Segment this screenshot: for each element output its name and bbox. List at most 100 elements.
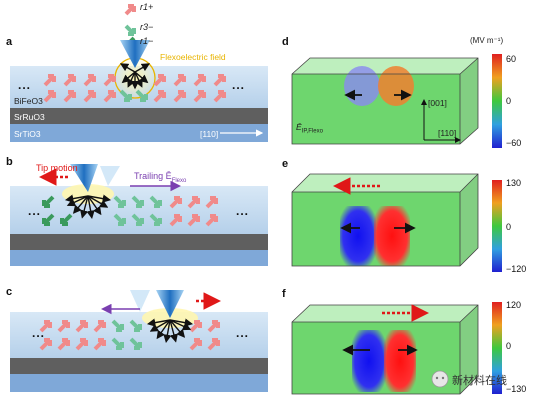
field-ray [66,195,89,207]
trailing-text: Trailing Ē [134,171,172,181]
tick-d-mid: 0 [506,96,512,106]
field-ray [134,71,149,84]
domain-arrow [111,337,124,350]
panel-label-c: c [6,286,13,298]
panel-e-sim [291,173,502,272]
tick-f-max: 120 [506,300,522,310]
field-ray [87,195,102,216]
legend-label-r3-minus: r3− [140,22,154,32]
domain-arrow [187,214,200,227]
legend-label-r1-minus: r1− [140,36,154,46]
field-ray [149,319,171,332]
tick-e-max: 130 [506,178,522,188]
domain-arrow [111,319,124,332]
domain-arrow [187,196,200,209]
panel-label-d: d [282,36,289,48]
domain-arrow [57,320,70,333]
tick-d-min: −60 [506,138,522,148]
tick-f-min: −130 [506,384,527,394]
domain-arrow [149,195,162,208]
wechat-icon [431,370,449,388]
ellipsis-left-c: ... [32,326,46,340]
direction-110-a: [110] [200,129,219,139]
field-ray [86,195,95,220]
tick-d-max: 60 [506,54,517,64]
colorbar-f [492,302,502,394]
field-ray [169,319,178,343]
colorbar-unit: (MV m⁻¹) [470,36,504,45]
domain-arrow [39,320,52,333]
domain-arrow [42,195,55,208]
domain-arrow [75,320,88,333]
ellipsis-right-c: ... [236,326,250,340]
field-ray [169,319,192,331]
field-ray [169,319,186,338]
panel-label-a: a [6,36,13,48]
domain-arrow [189,320,202,333]
domain-arrow [153,74,166,87]
trailing-sub: Flexo [171,177,187,184]
ellipsis-left-a: ... [18,78,32,92]
domain-arrow [83,74,96,87]
panel-d-sim [291,54,502,148]
field-ray [156,319,171,340]
axis-001-label: [001] [428,98,447,108]
layer-srtio3: SrTiO3 [14,129,41,139]
domain-arrow [63,74,76,87]
panel-f-sim [291,302,502,395]
trailing-field-label: Trailing ĒFlexo [134,171,186,184]
domain-arrow [173,74,186,87]
domain-arrow [205,196,218,209]
tip-motion-label: Tip motion [36,163,78,173]
domain-arrow [93,320,106,333]
domain-arrow [207,338,220,351]
field-ray [119,63,136,73]
field-ip-sub: IP,Flexo [301,128,323,135]
field-ray [163,319,172,344]
domain-arrow [129,319,142,332]
domain-arrow [135,89,148,102]
domain-arrow [103,74,116,87]
field-ray [87,195,109,208]
afm-tip-b [70,164,98,192]
field-ray [134,63,151,73]
layer-bifeo3: BiFeO3 [14,96,43,106]
domain-arrow [39,338,52,351]
domain-arrow [93,338,106,351]
field-ray [72,195,89,214]
layer-bifeo3-text: BiFeO3 [14,96,43,106]
field-ray [87,194,112,203]
ellipsis-left-b: ... [28,204,42,218]
afm-tip-a [120,40,150,68]
domain-arrow [113,195,126,208]
field-ray [64,194,89,203]
panel-b-diagram [10,164,268,266]
domain-arrow [42,213,55,226]
domain-arrow [63,90,76,103]
field-ray [134,71,143,88]
domain-arrow [129,337,142,350]
afm-tip-c [156,290,184,318]
panel-c-diagram [10,290,268,392]
ellipsis-right-b: ... [236,204,250,218]
field-ray [80,195,89,219]
domain-arrow [213,90,226,103]
axis-110-label: [110] [438,128,457,138]
domain-arrow [213,74,226,87]
panel-label-f: f [282,288,286,300]
field-ip-flexo-label: ĒIP,Flexo [296,122,323,135]
panel-a-diagram [10,40,268,142]
tick-e-mid: 0 [506,222,512,232]
domain-arrow [43,74,56,87]
domain-arrow [189,338,202,351]
domain-arrow [153,90,166,103]
field-ip-text: Ē [296,122,302,132]
colorbar-e [492,180,502,272]
domain-arrow [193,74,206,87]
flexoelectric-field-label: Flexoelectric field [160,52,226,62]
layer-srruo3: SrRuO3 [14,112,45,122]
domain-arrow [113,213,126,226]
legend-label-r1-plus: r1+ [140,2,154,12]
colorbar-d [492,54,502,148]
